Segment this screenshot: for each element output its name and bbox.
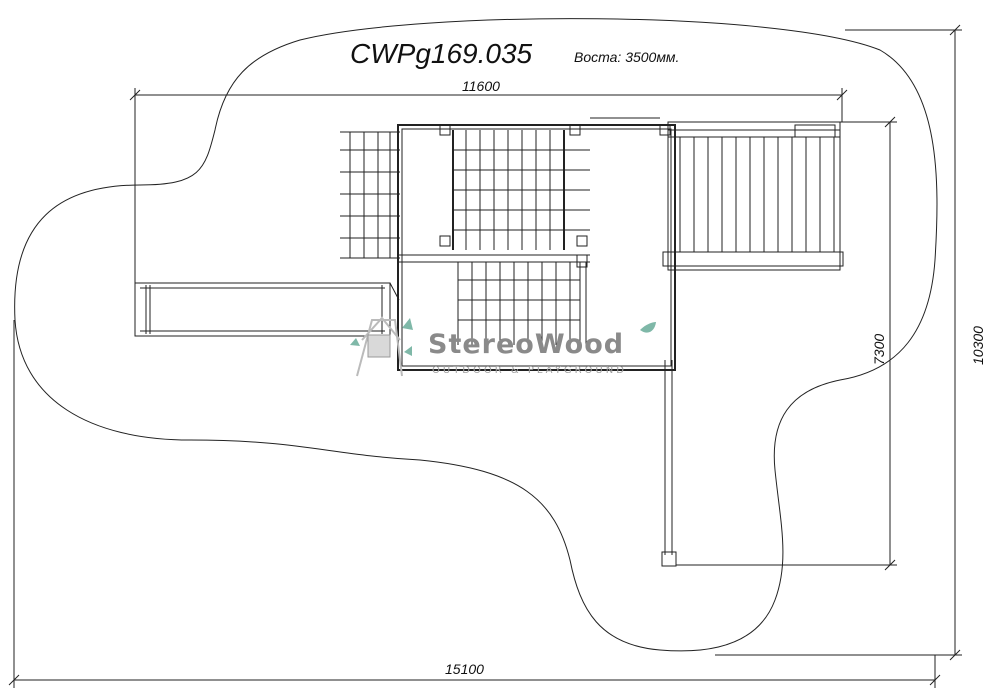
dimension-structure-width: 11600 bbox=[129, 78, 848, 285]
tree-house-icon bbox=[350, 316, 413, 377]
dimension-overall-height: 10300 bbox=[715, 24, 986, 661]
model-code: CWPg169.035 bbox=[350, 38, 533, 69]
slide bbox=[134, 282, 400, 337]
upper-grid bbox=[452, 117, 675, 250]
svg-text:10300: 10300 bbox=[970, 326, 986, 365]
swing-beam bbox=[661, 360, 677, 567]
lower-grid bbox=[457, 262, 587, 345]
svg-text:15100: 15100 bbox=[445, 661, 484, 677]
height-note: Воста: 3500мм. bbox=[574, 49, 679, 65]
dimension-overall-width: 15100 bbox=[8, 320, 941, 688]
svg-text:OUTDOOR & PLAYGROUND: OUTDOOR & PLAYGROUND bbox=[432, 365, 627, 376]
svg-text:11600: 11600 bbox=[462, 78, 500, 94]
right-deck bbox=[662, 121, 844, 271]
safety-zone-outline bbox=[14, 18, 938, 652]
left-net-frame bbox=[340, 131, 400, 259]
stereowood-logo: StereoWood OUTDOOR & PLAYGROUND bbox=[350, 316, 656, 377]
dimension-structure-height: 7300 bbox=[670, 116, 897, 571]
leaf-icon bbox=[640, 322, 656, 333]
svg-text:StereoWood: StereoWood bbox=[428, 329, 624, 360]
svg-text:7300: 7300 bbox=[871, 334, 887, 365]
main-tower bbox=[397, 124, 676, 371]
